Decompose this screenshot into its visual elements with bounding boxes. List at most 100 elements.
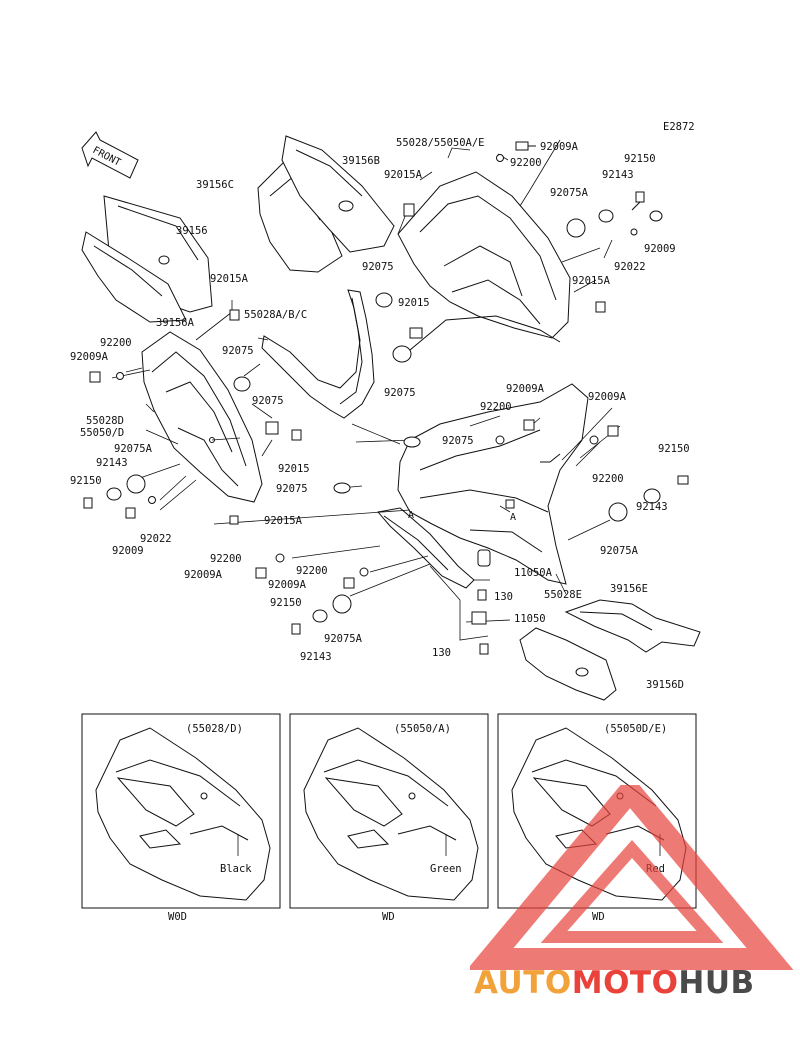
lower-cowl xyxy=(397,383,589,585)
nut-A-right xyxy=(505,499,515,509)
inset-model-label: W0D xyxy=(168,911,187,923)
collar-92143-b xyxy=(312,609,328,623)
inner-panel-39156E xyxy=(564,599,701,653)
bolt-92009A-top xyxy=(515,141,529,151)
callout-label: 92075 xyxy=(384,387,416,399)
grommet-92075-left1 xyxy=(233,376,251,392)
inset-color-label: Black xyxy=(220,863,252,875)
screw-92009-left xyxy=(125,507,136,519)
callout-label: 92022 xyxy=(140,533,172,545)
callout-label: 39156B xyxy=(342,155,380,167)
callout-label: 92143 xyxy=(636,501,668,513)
grommet-92075A-left xyxy=(126,474,146,494)
callout-label: 92009 xyxy=(112,545,144,557)
callout-label: 39156C xyxy=(196,179,234,191)
callout-label: 92200 xyxy=(480,401,512,413)
callout-label: 130 xyxy=(432,647,451,659)
washer-92200-b2 xyxy=(359,567,369,577)
callout-label: 92015A xyxy=(210,273,249,285)
callout-label: 92075 xyxy=(252,395,284,407)
grommet-92075-center xyxy=(392,345,412,363)
nut-92015A-top xyxy=(403,203,415,217)
washer-92022-left xyxy=(148,496,156,504)
callout-label: 92009A xyxy=(588,391,627,403)
bracket-11050A xyxy=(477,549,491,567)
callout-label: 39156E xyxy=(610,583,648,595)
callout-label: 92009A xyxy=(70,351,109,363)
lower-stay xyxy=(377,507,475,589)
callout-label: A xyxy=(510,512,516,523)
grommet-92075A-right xyxy=(608,502,628,522)
bracket-11050 xyxy=(471,611,487,625)
callout-label: 92150 xyxy=(624,153,656,165)
watermark-logo: AUTOMOTOHUB xyxy=(470,785,794,1001)
bolt-92150-right xyxy=(677,475,689,485)
callout-label: 92075A xyxy=(324,633,363,645)
nut-92015-left xyxy=(291,429,302,441)
callout-label: 55028A/B/C xyxy=(244,309,307,321)
callout-label: 39156 xyxy=(176,225,208,237)
grommet-92075-bottom xyxy=(333,482,351,494)
washer-92200-b1 xyxy=(275,553,285,563)
watermark-text-hub: HUB xyxy=(678,965,754,1001)
hardware xyxy=(83,141,689,655)
callout-label: 92143 xyxy=(602,169,634,181)
callout-label: 92009A xyxy=(506,383,545,395)
callout-label: 55028/55050A/E xyxy=(396,137,485,149)
inset-part-label: (55050D/E) xyxy=(604,723,667,735)
bolt-130-b xyxy=(479,643,489,655)
bolt-92009A-b2 xyxy=(343,577,355,589)
inset-model-label: WD xyxy=(382,911,395,923)
collar-92143-left xyxy=(106,487,122,501)
callout-label: 92200 xyxy=(510,157,542,169)
callout-label: 92009A xyxy=(184,569,223,581)
washer-92200-right xyxy=(589,435,599,445)
warning-triangle-icon xyxy=(470,785,794,970)
callout-label: 92015A xyxy=(572,275,611,287)
callout-label: 92015 xyxy=(278,463,310,475)
svg-text:AUTOMOTOHUB: AUTOMOTOHUB xyxy=(474,965,755,1001)
callout-label: 92143 xyxy=(300,651,332,663)
grommet-92075-center2 xyxy=(403,436,421,448)
washer-92022-top xyxy=(630,228,638,236)
washer-92200-left xyxy=(116,372,124,380)
grommet-92075-upper xyxy=(375,292,393,308)
callout-label: 55050/D xyxy=(80,427,124,439)
callout-label: 92075A xyxy=(114,443,153,455)
front-arrow-icon: FRONT xyxy=(81,131,139,179)
inset-color-label: Green xyxy=(430,863,462,875)
callout-label: 92015A xyxy=(384,169,423,181)
grommet-92075A-b xyxy=(332,594,352,614)
callout-label: 55028E xyxy=(544,589,582,601)
bolt-92150-b xyxy=(291,623,301,635)
grommet-92075A-top xyxy=(566,218,586,238)
callout-label: 92075 xyxy=(442,435,474,447)
inset-part-label: (55028/D) xyxy=(186,723,243,735)
inset-2: (55050/A) Green WD xyxy=(289,713,489,923)
bolt-92009A-right xyxy=(607,425,619,437)
nut-92015A-right xyxy=(595,301,606,313)
grommet-92075-left2 xyxy=(265,421,279,435)
callout-label: 92200 xyxy=(100,337,132,349)
callout-label: 11050A xyxy=(514,567,553,579)
diagram-code: E2872 xyxy=(663,121,695,133)
nut-92015-center xyxy=(409,327,423,339)
callout-label: 92150 xyxy=(658,443,690,455)
callout-label: 92075 xyxy=(276,483,308,495)
callout-label: 39156D xyxy=(646,679,684,691)
bolt-130-a xyxy=(477,589,487,601)
washer-92200-top xyxy=(496,154,504,162)
collar-92143-right xyxy=(643,488,661,504)
callout-label: 92009A xyxy=(540,141,579,153)
bolt-92009A-b1 xyxy=(255,567,267,579)
callout-label: 55028D xyxy=(86,415,124,427)
screw-92009-top xyxy=(649,210,663,222)
callout-label: 92009A xyxy=(268,579,307,591)
inset-part-label: (55050/A) xyxy=(394,723,451,735)
callout-label: 92150 xyxy=(70,475,102,487)
callout-label: 11050 xyxy=(514,613,546,625)
callout-label: 92075 xyxy=(222,345,254,357)
callout-label: 92075A xyxy=(600,545,639,557)
bolt-92150-top xyxy=(635,191,645,203)
